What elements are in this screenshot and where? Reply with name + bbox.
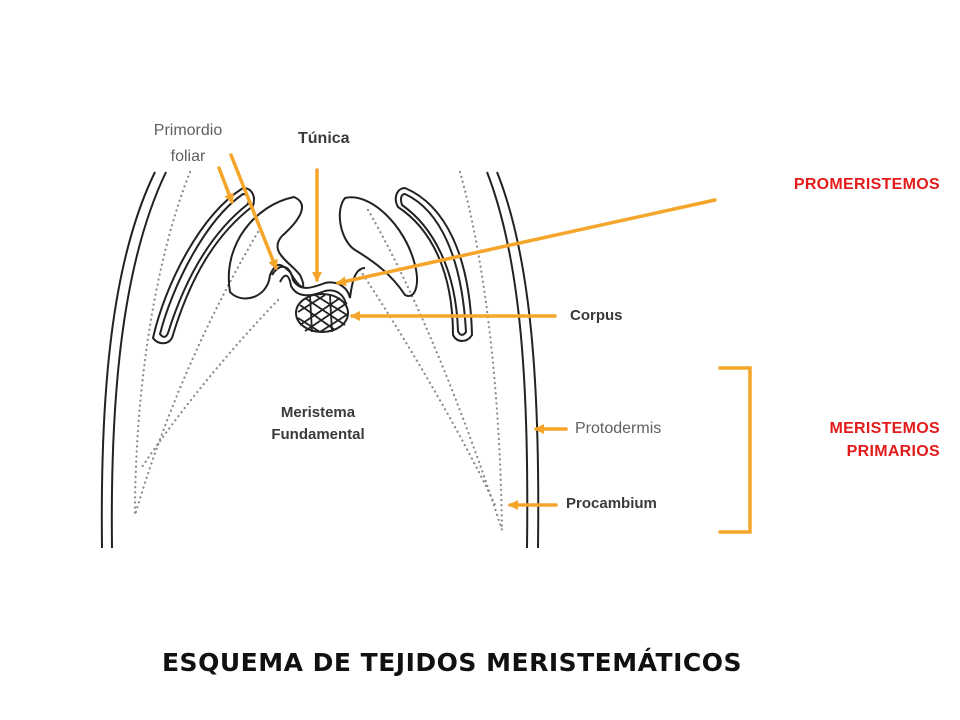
page-title: ESQUEMA DE TEJIDOS MERISTEMÁTICOS bbox=[161, 648, 742, 677]
outer-primordium-left-inner bbox=[158, 192, 250, 338]
arrow-primordio-inner bbox=[229, 153, 278, 270]
label-promeristemos: PROMERISTEMOS bbox=[793, 176, 940, 193]
arrow-promeristemos bbox=[336, 198, 717, 287]
inner-primordium-right bbox=[338, 196, 418, 297]
label-meristemos-primarios: MERISTEMOS PRIMARIOS bbox=[829, 417, 940, 463]
label-primordio-line2: foliar bbox=[170, 148, 206, 165]
procambium-right-outer bbox=[458, 170, 504, 532]
procambium-left-outer bbox=[133, 170, 192, 517]
label-meristema-line1: Meristema bbox=[280, 404, 356, 421]
corpus-hatching bbox=[297, 294, 349, 333]
procambium-strands bbox=[133, 170, 504, 532]
arrow-primordio-outer bbox=[217, 166, 234, 204]
inner-primordium-left bbox=[227, 195, 305, 300]
outer-primordium-left bbox=[151, 186, 255, 345]
outer-primordium-right bbox=[394, 186, 474, 342]
label-tunica: Túnica bbox=[298, 130, 350, 147]
label-procambium: Procambium bbox=[566, 495, 657, 512]
outer-primordium-right-inner bbox=[400, 192, 468, 336]
outer-epidermis bbox=[100, 171, 540, 549]
label-meristemos-line2: PRIMARIOS bbox=[846, 443, 940, 460]
outer-wall-left bbox=[100, 171, 156, 549]
inner-wall-right bbox=[486, 171, 529, 549]
label-primordio-line1: Primordio bbox=[153, 122, 223, 139]
label-meristema-line2: Fundamental bbox=[271, 426, 365, 443]
inner-wall-left bbox=[110, 171, 167, 549]
tunica-outer bbox=[271, 265, 366, 299]
label-corpus: Corpus bbox=[570, 307, 623, 324]
procambium-left-lower bbox=[138, 298, 280, 472]
label-primordio-foliar: Primordio foliar bbox=[128, 118, 248, 170]
label-meristemos-line1: MERISTEMOS bbox=[829, 420, 940, 437]
label-meristema-fundamental: Meristema Fundamental bbox=[258, 402, 378, 446]
procambium-left-inner bbox=[133, 230, 260, 517]
label-protodermis: Protodermis bbox=[575, 420, 662, 437]
bracket-meristemos-primarios bbox=[718, 366, 752, 534]
label-arrows bbox=[217, 153, 752, 534]
procambium-right-lower bbox=[358, 268, 497, 507]
procambium-right-inner bbox=[366, 208, 504, 532]
tunica-layers bbox=[271, 265, 366, 306]
tunica-inner bbox=[279, 274, 347, 306]
corpus-mass bbox=[295, 293, 349, 333]
outer-wall-right bbox=[496, 171, 540, 549]
